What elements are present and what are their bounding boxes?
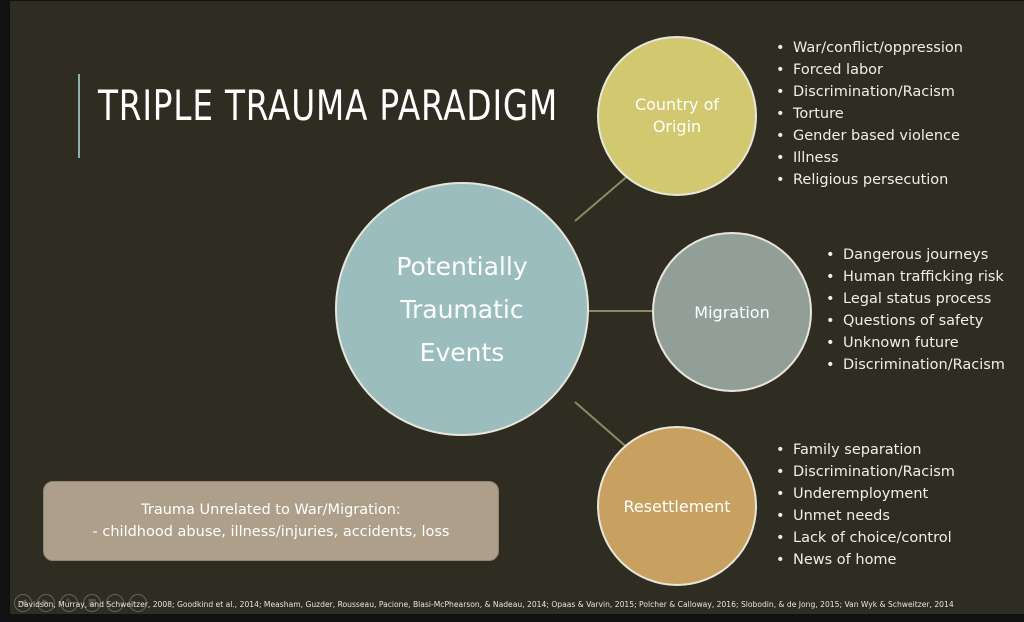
slides-grid-icon: ▦	[87, 597, 97, 608]
bullet-item: Legal status process	[826, 288, 1005, 310]
migration-bullet-list: Dangerous journeys Human trafficking ris…	[826, 244, 1005, 376]
center-label-line: Events	[419, 337, 505, 367]
origin-label-line: Country of	[634, 95, 720, 114]
note-detail: - childhood abuse, illness/injuries, acc…	[92, 524, 450, 540]
bullet-item: Religious persecution	[776, 169, 963, 191]
center-circle-potentially-traumatic-events: Potentially Traumatic Events	[335, 182, 589, 436]
chevron-right-icon: ▶	[42, 597, 50, 608]
bullet-item: Illness	[776, 147, 963, 169]
bullet-item: Underemployment	[776, 483, 955, 505]
magnifier-icon: ⌕	[112, 597, 118, 608]
bullet-item: News of home	[776, 549, 955, 571]
circle-migration: Migration	[652, 232, 812, 392]
bullet-item: Human trafficking risk	[826, 266, 1005, 288]
slide-title: TRIPLE TRAUMA PARADIGM	[98, 81, 559, 130]
title-accent-bar	[78, 74, 80, 158]
bullet-item: Dangerous journeys	[826, 244, 1005, 266]
see-all-slides-button[interactable]: ▦	[83, 594, 101, 612]
bullet-item: Discrimination/Racism	[776, 461, 955, 483]
resettlement-label: Resettlement	[623, 496, 731, 516]
citation-footer: Davidson, Murray, and Schweitzer, 2008; …	[18, 600, 954, 609]
next-slide-button[interactable]: ▶	[37, 594, 55, 612]
circle-resettlement: Resettlement	[597, 426, 757, 586]
slide: TRIPLE TRAUMA PARADIGM Potentially Traum…	[10, 1, 1024, 614]
bullet-item: Lack of choice/control	[776, 527, 955, 549]
more-options-button[interactable]: …	[129, 594, 147, 612]
center-label-line: Potentially	[396, 251, 528, 281]
bullet-item: War/conflict/oppression	[776, 37, 963, 59]
bullet-item: Torture	[776, 103, 963, 125]
bullet-item: Discrimination/Racism	[826, 354, 1005, 376]
bullet-item: Family separation	[776, 439, 955, 461]
bullet-item: Unmet needs	[776, 505, 955, 527]
bullet-item: Discrimination/Racism	[776, 81, 963, 103]
origin-label-line: Origin	[652, 117, 702, 136]
zoom-button[interactable]: ⌕	[106, 594, 124, 612]
pen-icon: ✎	[65, 597, 73, 608]
bullet-item: Questions of safety	[826, 310, 1005, 332]
presenter-controls: ◀ ▶ ✎ ▦ ⌕ …	[14, 594, 147, 612]
connector-origin	[574, 173, 631, 222]
unrelated-trauma-note-box: Trauma Unrelated to War/Migration: - chi…	[43, 481, 499, 561]
center-label-line: Traumatic	[400, 294, 524, 324]
bullet-item: Forced labor	[776, 59, 963, 81]
circle-country-of-origin: Country of Origin	[597, 36, 757, 196]
bullet-item: Unknown future	[826, 332, 1005, 354]
note-heading: Trauma Unrelated to War/Migration:	[141, 502, 401, 518]
pen-tool-button[interactable]: ✎	[60, 594, 78, 612]
resettlement-bullet-list: Family separation Discrimination/Racism …	[776, 439, 955, 571]
origin-bullet-list: War/conflict/oppression Forced labor Dis…	[776, 37, 963, 191]
previous-slide-button[interactable]: ◀	[14, 594, 32, 612]
ellipsis-icon: …	[133, 597, 143, 608]
connectors	[574, 173, 652, 451]
migration-label: Migration	[694, 302, 770, 322]
connector-resettlement	[574, 401, 631, 451]
bullet-item: Gender based violence	[776, 125, 963, 147]
chevron-left-icon: ◀	[19, 597, 27, 608]
